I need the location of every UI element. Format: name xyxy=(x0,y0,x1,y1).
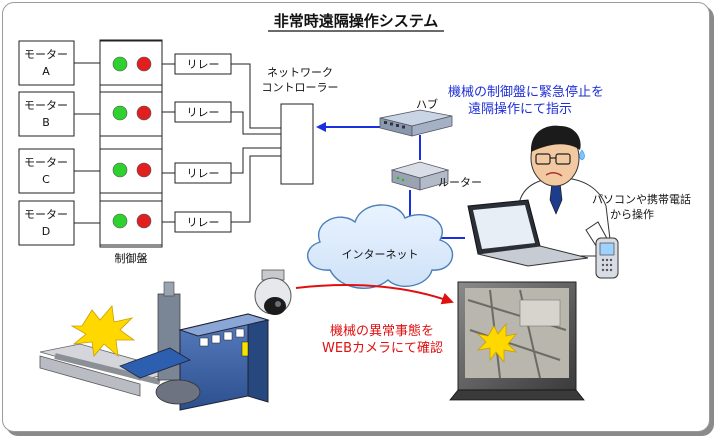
mobile-phone-icon xyxy=(595,237,619,279)
relay-d-label: リレー xyxy=(187,216,220,229)
motor-b-label: モーター xyxy=(24,99,68,112)
router-label: ルーター xyxy=(438,176,482,189)
lamp-green-b xyxy=(112,105,128,121)
network-controller-label-2: コントローラー xyxy=(262,81,339,94)
camera-to-monitor-arrow xyxy=(295,284,454,305)
internet-cloud xyxy=(307,204,454,289)
lamp-green-d xyxy=(112,213,128,229)
control-panel-label: 制御盤 xyxy=(115,251,148,265)
control-panel xyxy=(99,39,163,248)
machine-alert-burst xyxy=(70,305,136,357)
relay-c-label: リレー xyxy=(187,167,220,180)
motor-b: モーター B xyxy=(18,91,75,137)
web-camera-icon xyxy=(254,269,292,315)
motor-a-id: A xyxy=(42,65,50,78)
lamp-green-a xyxy=(112,56,128,72)
relay-b-label: リレー xyxy=(187,106,220,119)
page-title: 非常時遠隔操作システム xyxy=(274,12,439,30)
panel-relay-links xyxy=(162,63,175,223)
router-icon xyxy=(390,161,450,191)
relay-c: リレー xyxy=(174,162,232,184)
motor-d: モーター D xyxy=(18,200,75,246)
motor-a-label: モーター xyxy=(24,48,68,61)
internet-label: インターネット xyxy=(342,248,419,261)
motor-c: モーター C xyxy=(18,148,75,194)
network-controller xyxy=(280,103,314,185)
monitor-icon xyxy=(449,281,585,401)
motor-a: モーター A xyxy=(18,40,75,86)
lamp-red-b xyxy=(136,105,152,121)
hub-label: ハブ xyxy=(416,97,438,111)
instruction-text-2: 遠隔操作にて指示 xyxy=(468,101,572,117)
motor-c-id: C xyxy=(42,173,50,186)
relay-d: リレー xyxy=(174,211,232,233)
relay-a: リレー xyxy=(174,53,232,75)
relay-controller-wiring xyxy=(231,63,281,223)
lamp-green-c xyxy=(112,162,128,178)
lamp-red-d xyxy=(136,213,152,229)
motor-d-label: モーター xyxy=(24,208,68,221)
relay-b: リレー xyxy=(174,101,232,123)
confirm-text-2: WEBカメラにて確認 xyxy=(322,340,443,356)
motor-b-id: B xyxy=(42,116,50,129)
control-panel-row-c xyxy=(99,148,163,194)
motor-c-label: モーター xyxy=(24,156,68,169)
lamp-red-c xyxy=(136,162,152,178)
motor-panel-links xyxy=(74,62,100,224)
relay-a-label: リレー xyxy=(187,58,220,71)
confirm-text-1: 機械の異常事態を xyxy=(330,323,434,339)
device-label-2: から操作 xyxy=(610,207,654,221)
device-label-1: パソコンや携帯電話 xyxy=(592,192,691,206)
motor-d-id: D xyxy=(42,225,50,238)
monitor-alert-burst xyxy=(476,322,518,364)
hub-icon xyxy=(379,109,453,137)
network-controller-label-1: ネットワーク xyxy=(267,66,333,79)
laptop-icon xyxy=(467,199,589,267)
instruction-text-1: 機械の制御盤に緊急停止を xyxy=(448,84,604,100)
machine-illustration xyxy=(39,281,270,411)
control-panel-row-a xyxy=(99,40,163,86)
lamp-red-a xyxy=(136,56,152,72)
